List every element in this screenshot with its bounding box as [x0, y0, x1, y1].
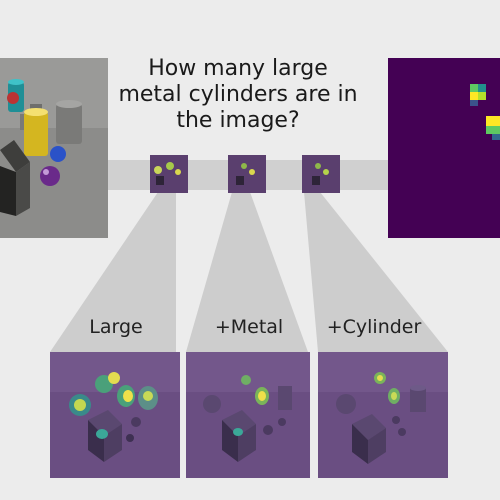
step-label-cylinder: +Cylinder: [326, 316, 422, 338]
input-image: [0, 58, 108, 238]
question-text: How many large metal cylinders are in th…: [118, 56, 358, 133]
mini-map-large: [150, 155, 188, 193]
attention-panel-cylinder: [318, 352, 448, 478]
step-label-metal: +Metal: [214, 316, 284, 338]
output-heatmap: [388, 58, 500, 238]
step-label-large: Large: [89, 316, 143, 338]
funnel-metal: [186, 192, 308, 352]
attention-panel-metal: [186, 352, 310, 478]
attention-panel-large: [50, 352, 180, 478]
funnel-large: [50, 192, 176, 352]
mini-map-cylinder: [302, 155, 340, 193]
funnel-cylinder: [304, 192, 448, 352]
mini-map-metal: [228, 155, 266, 193]
